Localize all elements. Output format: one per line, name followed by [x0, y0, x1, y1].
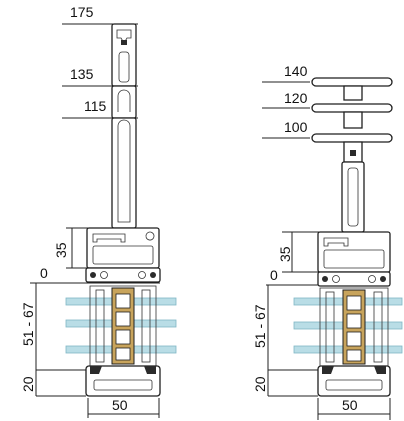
right-thermal-insulator [342, 289, 366, 365]
right-label-100: 100 [284, 119, 308, 135]
right-zero-label: 0 [270, 267, 278, 283]
right-dim-35: 35 [277, 246, 293, 262]
left-label-115: 115 [84, 98, 107, 114]
right-dim-20: 20 [252, 376, 268, 392]
left-profile: 175 135 115 35 0 [20, 4, 177, 418]
right-label-120: 120 [284, 90, 308, 106]
right-dim-glazing: 51 - 67 [252, 304, 268, 348]
left-label-175: 175 [70, 4, 94, 20]
right-profile: 140 120 100 35 0 [252, 63, 403, 420]
left-dim-50: 50 [112, 397, 128, 413]
right-dim-50: 50 [342, 397, 358, 413]
right-label-140: 140 [284, 63, 308, 79]
left-zero-label: 0 [40, 265, 48, 281]
left-bottom-cap [85, 365, 161, 397]
right-main-box [317, 231, 391, 273]
left-main-box [86, 227, 160, 269]
left-dim-glazing: 51 - 67 [20, 302, 36, 346]
right-extension-profile [311, 77, 393, 233]
right-bottom-cap [317, 365, 391, 397]
left-dim-20: 20 [20, 376, 36, 392]
left-label-135: 135 [70, 66, 94, 82]
left-extension-profile [111, 23, 137, 229]
left-dim-35: 35 [53, 242, 69, 258]
left-thermal-insulator [111, 287, 135, 365]
